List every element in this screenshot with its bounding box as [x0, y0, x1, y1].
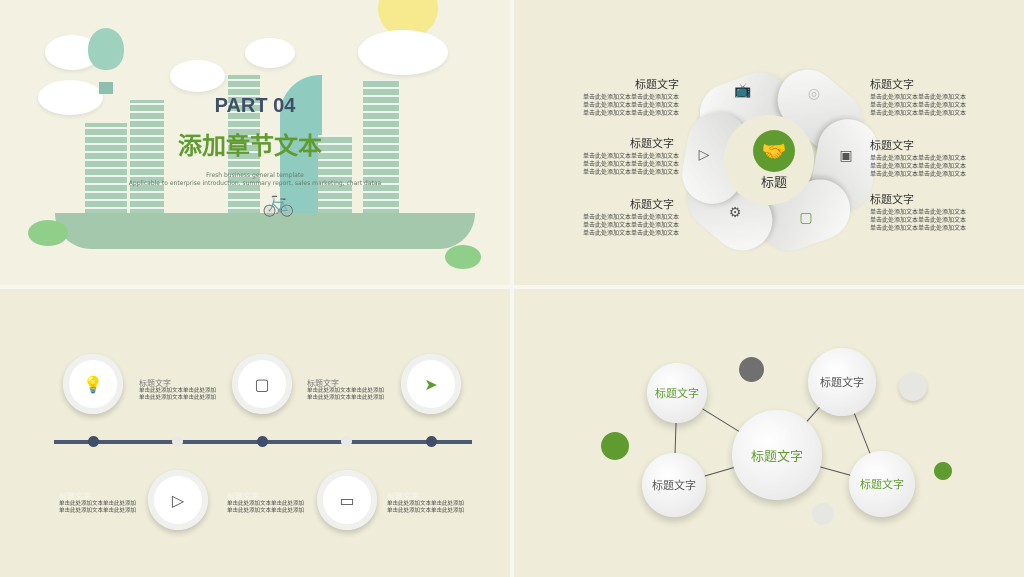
speaker-icon: ▷ [148, 470, 208, 530]
item-title: 标题文字 [635, 78, 679, 91]
building [130, 100, 164, 215]
cloud [245, 38, 295, 68]
item-title: 标题文字 [870, 139, 914, 152]
bubble-node: 标题文字 [849, 451, 915, 517]
step-body: 单击此处添加文本单击此处添加单击此处添加文本单击此处添加 [227, 501, 305, 514]
slide-thumbnail-1[interactable]: 🚲 PART 04 添加章节文本 Fresh business general … [0, 0, 510, 285]
center-title: 标题 [760, 176, 787, 191]
island-ground [55, 213, 475, 249]
speaker-icon: ▷ [698, 147, 710, 163]
handshake-icon: 🤝 [753, 130, 795, 172]
section-title: 添加章节文本 [178, 132, 322, 160]
item-title: 标题文字 [870, 78, 914, 91]
decor-dot [812, 503, 834, 525]
part-number: PART 04 [214, 95, 296, 117]
step-body: 单击此处添加文本单击此处添加单击此处添加文本单击此处添加 [307, 388, 385, 401]
item-body: 单击此处添加文本单击此处添加文本单击此处添加文本单击此处添加文本单击此处添加文本… [870, 94, 967, 117]
bubble-node: 标题文字 [647, 363, 707, 423]
timeline-node [172, 436, 183, 447]
item-title: 标题文字 [630, 198, 674, 211]
step-title: 标题文字 [387, 492, 419, 501]
wallet-icon: ▣ [839, 148, 853, 164]
step-body: 单击此处添加文本单击此处添加单击此处添加文本单击此处添加 [59, 501, 137, 514]
timeline-node [426, 436, 437, 447]
disc-icon: ◎ [807, 86, 821, 102]
item-body: 单击此处添加文本单击此处添加文本单击此处添加文本单击此处添加文本单击此处添加文本… [870, 209, 967, 232]
monitor-icon: ▭ [317, 470, 377, 530]
slide-thumbnail-4[interactable]: 标题文字 标题文字 标题文字 标题文字 标题文字 [514, 289, 1024, 577]
decor-dot [739, 357, 764, 382]
slide-thumbnail-3[interactable]: 💡 ▢ ➤ ▷ ▭ 标题文字 单击此处添加文本单击此处添加单击此处添加文本单击此… [0, 289, 510, 577]
item-title: 标题文字 [870, 193, 914, 206]
bicycle-icon: 🚲 [262, 188, 295, 218]
step-title: 标题文字 [307, 379, 339, 388]
cloud [170, 60, 225, 92]
camera-icon: ▢ [799, 210, 813, 226]
subtitle-desc: Applicable to enterprise introduction, s… [128, 180, 382, 187]
step-body: 单击此处添加文本单击此处添加单击此处添加文本单击此处添加 [139, 388, 217, 401]
building [85, 123, 127, 215]
cloud [358, 30, 448, 75]
balloon-basket [99, 82, 113, 94]
subtitle-en: Fresh business general template [206, 172, 304, 179]
step-body: 单击此处添加文本单击此处添加单击此处添加文本单击此处添加 [387, 501, 465, 514]
paper-plane-icon: ➤ [401, 354, 461, 414]
item-body: 单击此处添加文本单击此处添加文本单击此处添加文本单击此处添加文本单击此处添加文本… [582, 214, 679, 237]
item-body: 单击此处添加文本单击此处添加文本单击此处添加文本单击此处添加文本单击此处添加文本… [582, 153, 679, 176]
balloon-icon [88, 28, 124, 70]
bubble-node: 标题文字 [808, 348, 876, 416]
step-title: 标题文字 [139, 379, 171, 388]
decor-dot [601, 432, 629, 460]
gear-icon: ⚙ [728, 205, 742, 221]
item-body: 单击此处添加文本单击此处添加文本单击此处添加文本单击此处添加文本单击此处添加文本… [582, 94, 679, 117]
timeline-node [88, 436, 99, 447]
item-title: 标题文字 [630, 137, 674, 150]
slide-thumbnail-2[interactable]: 🤝 标题 📺 ◎ ▣ ▢ ⚙ ▷ 标题文字 单击此处添加文本单击此处添加文本单击… [514, 0, 1024, 285]
bush [445, 245, 481, 269]
building [280, 75, 322, 215]
bush [28, 220, 68, 246]
center-bubble: 标题文字 [732, 410, 822, 500]
timeline-node [341, 436, 352, 447]
building [228, 75, 260, 215]
bubble-node: 标题文字 [642, 453, 706, 517]
bulb-icon: 💡 [63, 354, 123, 414]
step-title: 标题文字 [59, 492, 91, 501]
decor-dot [934, 462, 952, 480]
camera-icon: ▢ [232, 354, 292, 414]
building [318, 135, 352, 215]
cloud [38, 80, 103, 115]
building [363, 80, 399, 215]
timeline-node [257, 436, 268, 447]
tv-icon: 📺 [734, 83, 752, 99]
item-body: 单击此处添加文本单击此处添加文本单击此处添加文本单击此处添加文本单击此处添加文本… [870, 155, 967, 178]
step-title: 标题文字 [227, 492, 259, 501]
decor-dot [899, 373, 927, 401]
